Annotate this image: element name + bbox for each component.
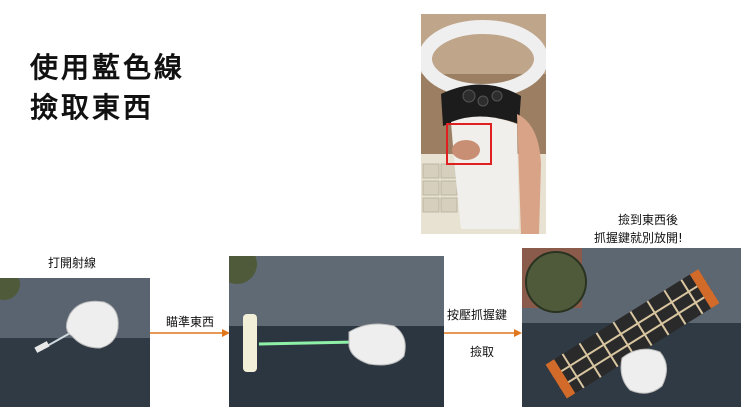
caption-after-pick-line-1: 撿到東西後 xyxy=(618,213,679,227)
scene-open-ray xyxy=(0,278,150,407)
title-line-2: 撿取東西 xyxy=(30,91,155,124)
controller-photo xyxy=(421,14,546,234)
caption-press-grip: 按壓抓握鍵 xyxy=(447,308,508,322)
grip-button-highlight xyxy=(446,123,492,165)
scene-picked xyxy=(522,248,741,407)
page-title: 使用藍色線 撿取東西 xyxy=(30,48,185,128)
caption-after-pick-line-2: 抓握鍵就別放開! xyxy=(594,231,683,245)
caption-aim: 瞄準東西 xyxy=(166,315,215,329)
arrow-1 xyxy=(150,328,230,338)
arrow-2 xyxy=(444,328,522,338)
caption-open-ray: 打開射線 xyxy=(48,256,97,270)
title-line-1: 使用藍色線 xyxy=(30,51,186,84)
scene-aim xyxy=(229,256,444,407)
caption-pick: 撿取 xyxy=(470,345,495,359)
